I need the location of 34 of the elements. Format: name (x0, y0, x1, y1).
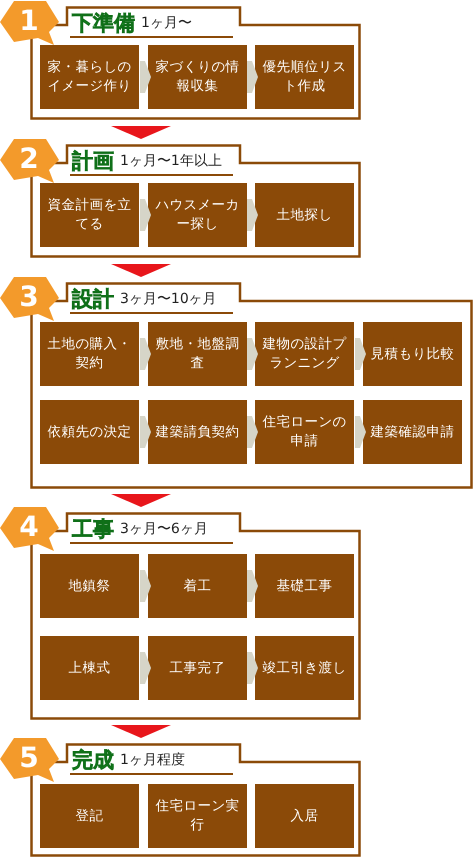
stage-title: 下準備 (72, 10, 135, 37)
step-box: 依頼先の決定 (40, 400, 139, 464)
duration-text: 1ヶ月〜 (141, 14, 192, 32)
step-box: 登記 (40, 784, 139, 848)
step-box: 着工 (148, 554, 247, 618)
step-box: 建物の設計プランニング (255, 322, 354, 386)
step-box: ハウスメーカー探し (148, 183, 247, 247)
step-box: 基礎工事 (255, 554, 354, 618)
step-box: 上棟式 (40, 636, 139, 700)
duration-text: 3ヶ月〜10ヶ月 (120, 290, 217, 308)
step-box: 土地の購入・契約 (40, 322, 139, 386)
step-number-badge: 1 (0, 0, 60, 46)
step-box: 家・暮らしのイメージ作り (40, 45, 139, 109)
step-box: 家づくりの情報収集 (148, 45, 247, 109)
step-box: 住宅ローンの申請 (255, 400, 354, 464)
stage-title: 計画 (72, 148, 114, 175)
step-box: 竣工引き渡し (255, 636, 354, 700)
duration-text: 3ヶ月〜6ヶ月 (120, 520, 208, 538)
step-box: 地鎮祭 (40, 554, 139, 618)
step-box: 工事完了 (148, 636, 247, 700)
stage-title: 工事 (72, 516, 114, 543)
step-box: 建築請負契約 (148, 400, 247, 464)
step-box: 住宅ローン実行 (148, 784, 247, 848)
step-box: 土地探し (255, 183, 354, 247)
step-box: 資金計画を立てる (40, 183, 139, 247)
step-box: 優先順位リスト作成 (255, 45, 354, 109)
step-box: 建築確認申請 (363, 400, 462, 464)
duration-text: 1ヶ月〜1年以上 (120, 152, 222, 170)
stage-title: 設計 (72, 286, 114, 313)
stage-title: 完成 (72, 747, 114, 774)
step-box: 入居 (255, 784, 354, 848)
duration-text: 1ヶ月程度 (120, 751, 185, 769)
step-box: 見積もり比較 (363, 322, 462, 386)
step-box: 敷地・地盤調査 (148, 322, 247, 386)
